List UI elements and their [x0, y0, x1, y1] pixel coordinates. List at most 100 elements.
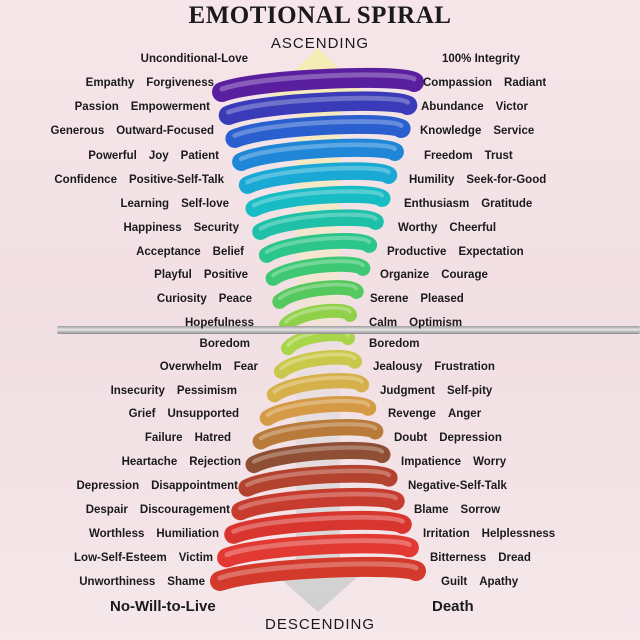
emotion-word: Self-love — [181, 198, 229, 210]
spiral-coil-highlight — [238, 142, 398, 162]
spiral-coil-highlight — [238, 491, 398, 511]
emotion-word: Negative-Self-Talk — [408, 480, 507, 492]
spiral-coil-highlight — [258, 212, 378, 231]
boundary-divider — [57, 326, 640, 334]
emotion-word: Positive — [203, 269, 248, 281]
left-emotion-row: Unconditional-Love — [141, 52, 248, 66]
emotion-word: Boredom — [369, 338, 420, 350]
right-emotion-row: Bitterness Dread — [430, 551, 531, 565]
spiral-coil — [218, 91, 418, 125]
emotion-word: Hatred — [194, 432, 231, 444]
right-emotion-row: Boredom — [369, 337, 419, 351]
spiral-coil — [259, 396, 377, 426]
emotion-word: Rejection — [189, 456, 241, 468]
emotion-word: Cheerful — [449, 222, 497, 234]
emotion-word: Unworthiness — [79, 576, 156, 588]
spiral-coil-highlight — [284, 306, 352, 324]
emotion-word: Freedom — [424, 150, 473, 162]
spiral-coil-highlight — [251, 445, 385, 464]
spiral-coil — [238, 162, 398, 194]
left-emotion-row: Unworthiness Shame — [79, 575, 205, 589]
spiral-coil — [224, 510, 412, 544]
left-emotion-row: Hopefulness — [185, 316, 254, 330]
emotion-word: Expectation — [458, 246, 524, 258]
spiral-coil — [272, 280, 364, 309]
spiral-coil-highlight — [219, 72, 417, 92]
emotion-word: Depression — [76, 480, 140, 492]
left-emotion-row: Empathy Forgiveness — [86, 76, 214, 90]
spiral-coil-highlight — [245, 468, 391, 488]
emotion-word: Doubt — [394, 432, 428, 444]
emotion-word: Worthless — [88, 528, 145, 540]
emotion-word: Empathy — [85, 77, 135, 89]
emotion-word: Sorrow — [460, 504, 501, 516]
spiral-coil-highlight — [258, 422, 378, 441]
emotion-word: Pleased — [420, 293, 464, 305]
emotion-word: Positive-Self-Talk — [128, 174, 224, 186]
emotion-word: Low-Self-Esteem — [74, 552, 167, 564]
spiral-coil — [217, 533, 419, 568]
emotion-word: Optimism — [409, 317, 463, 329]
emotion-word: Apathy — [479, 576, 519, 588]
spiral-coils — [210, 67, 426, 591]
emotion-word: Victim — [178, 552, 213, 564]
emotion-word: Humility — [409, 174, 455, 186]
emotion-word: Guilt — [441, 576, 468, 588]
spiral-coil-highlight — [231, 515, 405, 534]
spiral-coil — [231, 488, 405, 521]
left-emotion-row: Boredom — [200, 337, 250, 351]
spiral-coil — [245, 441, 391, 474]
emotion-word: Powerful — [88, 150, 137, 162]
emotion-word: Hopefulness — [184, 317, 254, 329]
emotion-word: Peace — [218, 293, 252, 305]
emotion-word: Compassion — [423, 77, 493, 89]
emotion-word: Self-pity — [446, 385, 493, 397]
emotion-word: Despair — [85, 504, 128, 516]
spiral-coil — [210, 556, 426, 591]
emotion-word: Dread — [498, 552, 531, 564]
spiral-coil — [265, 256, 371, 286]
emotion-word: Grief — [128, 408, 156, 420]
emotion-word: Generous — [50, 125, 105, 137]
right-emotion-row: Guilt Apathy — [441, 575, 518, 589]
emotion-word: Shame — [167, 576, 205, 588]
emotion-word: Bitterness — [430, 552, 487, 564]
emotion-word: Judgment — [380, 385, 435, 397]
emotion-word: Insecurity — [110, 385, 165, 397]
spiral-coil-highlight — [271, 259, 365, 278]
descending-label: DESCENDING — [264, 616, 375, 633]
emotion-word: Revenge — [388, 408, 436, 420]
spiral-coil — [232, 138, 404, 171]
spiral-coil — [266, 373, 370, 403]
emotion-word: Forgiveness — [146, 77, 214, 89]
right-emotion-row: Judgment Self-pity — [380, 384, 492, 398]
emotion-word: Happiness — [123, 222, 182, 234]
spiral-coil — [258, 233, 378, 263]
emotion-word: Unconditional-Love — [140, 53, 248, 65]
spiral-coil — [273, 350, 363, 379]
emotion-word: Frustration — [434, 361, 495, 373]
emotion-word: Confidence — [54, 174, 117, 186]
emotion-word: Victor — [495, 101, 529, 113]
emotion-word: Curiosity — [156, 293, 207, 305]
left-emotion-row: Confidence Positive-Self-Talk — [54, 173, 224, 187]
lowest-left-label: No-Will-to-Live — [110, 598, 216, 615]
spiral-coil — [281, 327, 355, 356]
emotion-word: Patient — [180, 150, 219, 162]
spiral-coil-highlight — [224, 538, 412, 558]
